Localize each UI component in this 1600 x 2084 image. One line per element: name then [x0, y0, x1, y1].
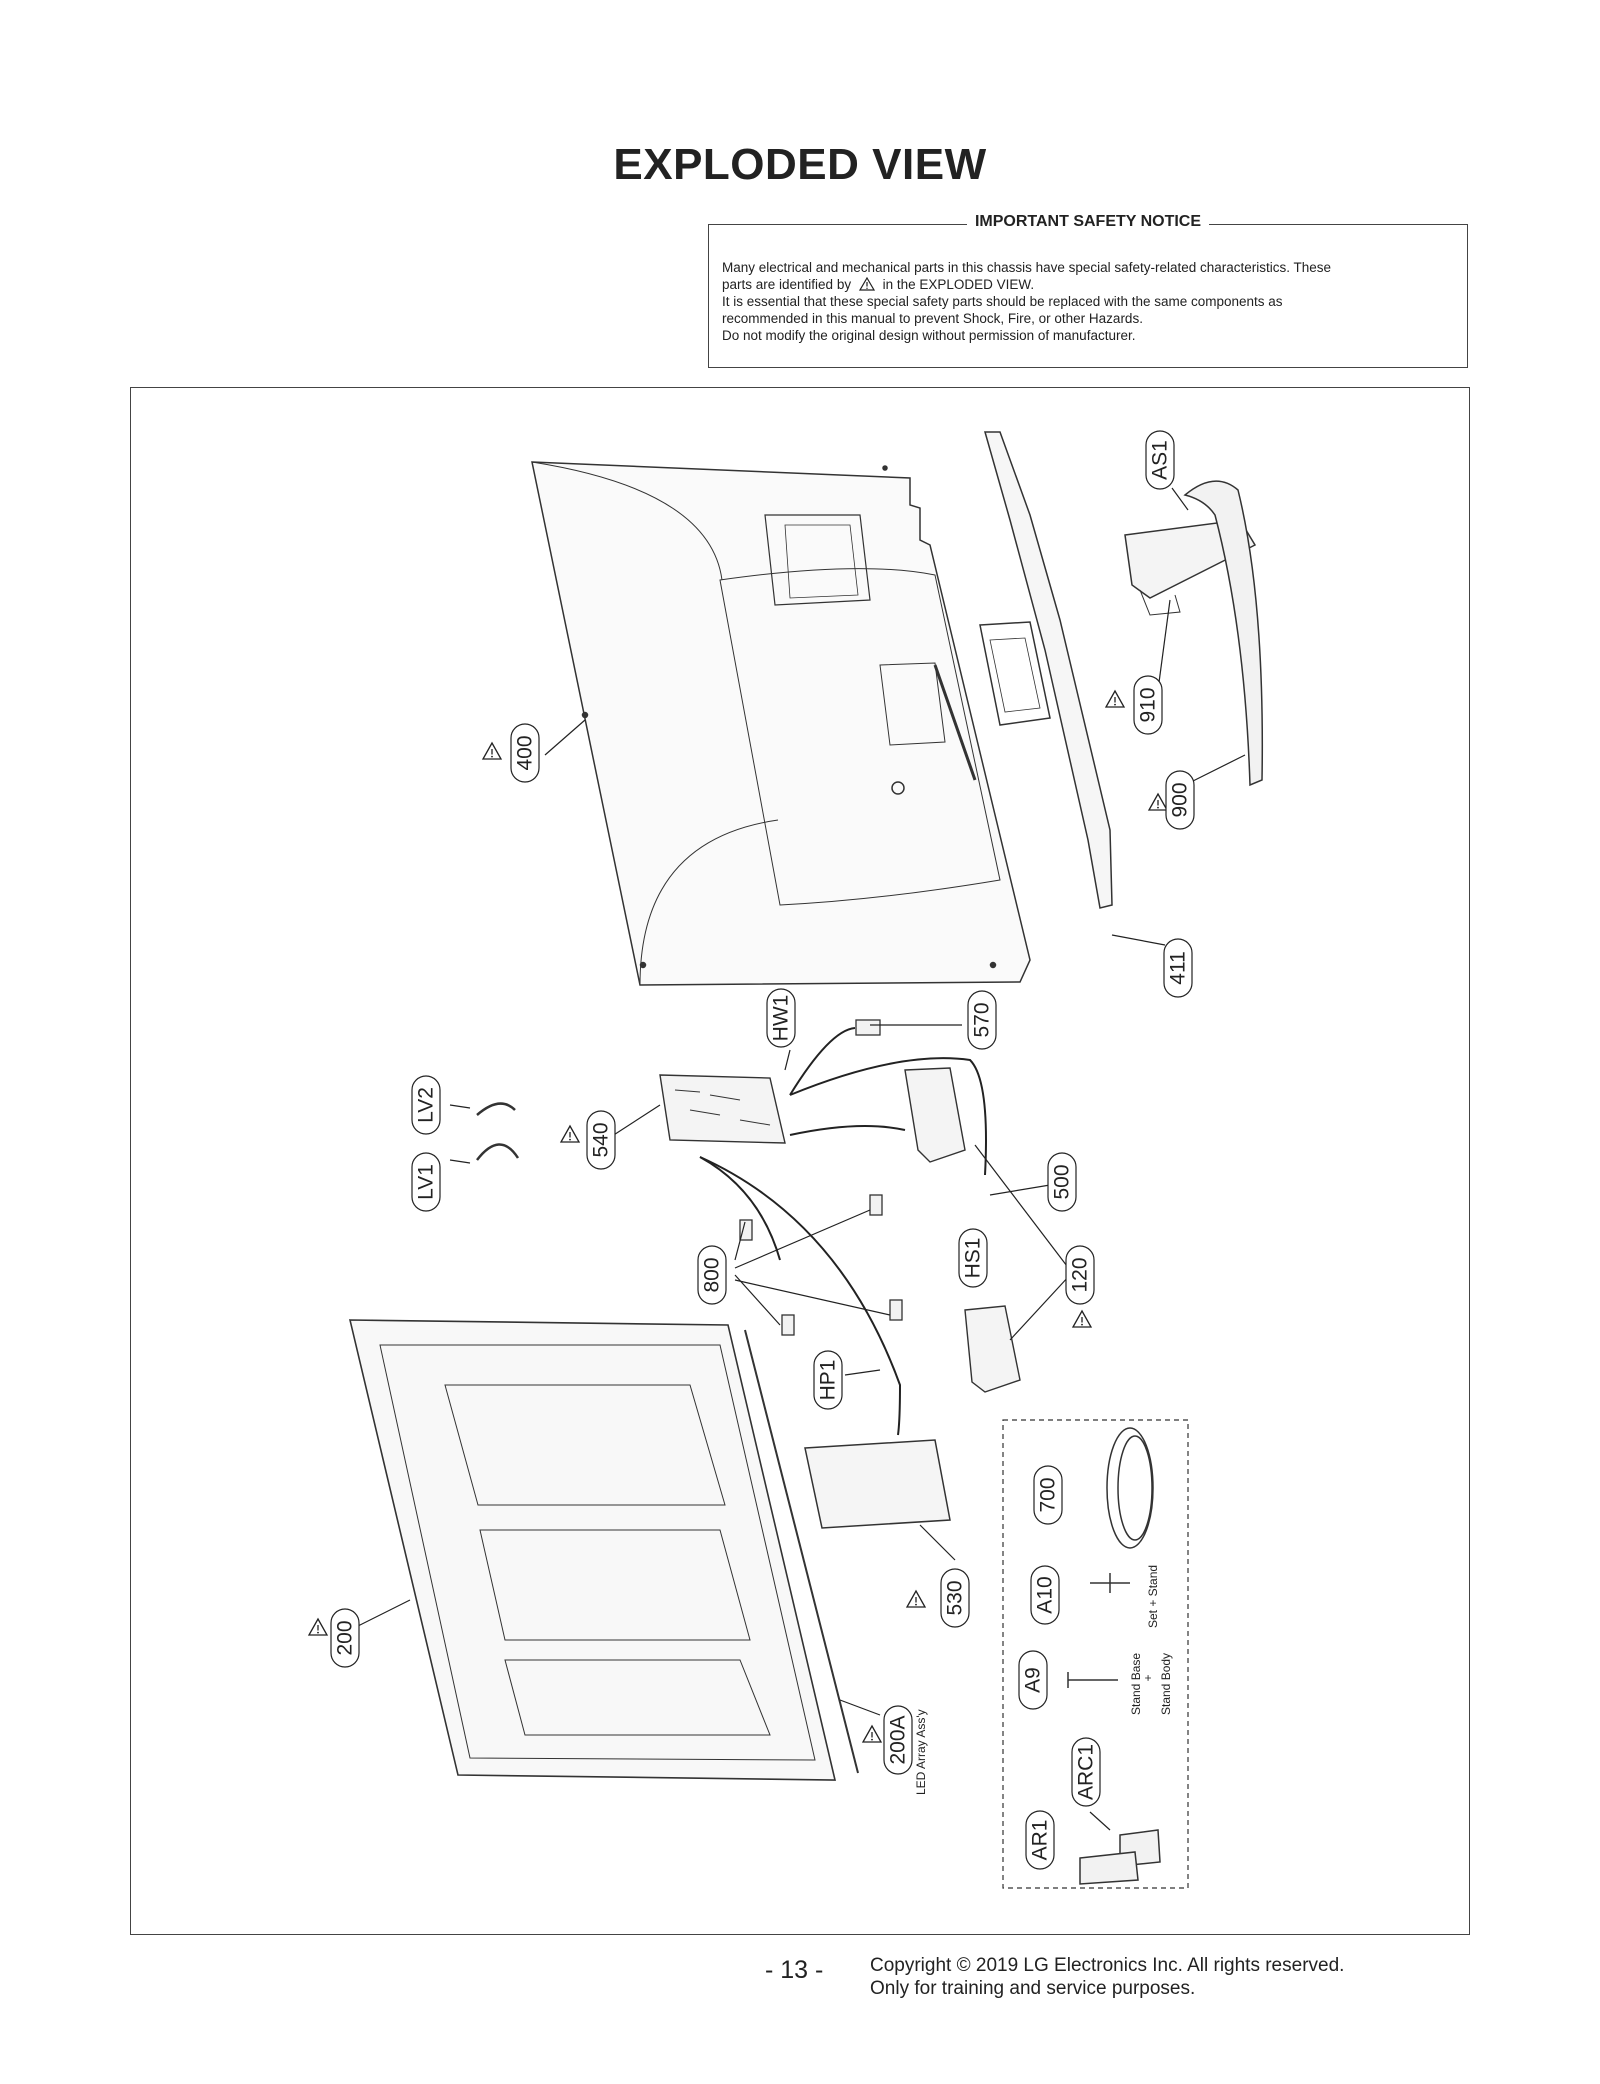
part-label-hw1: HW1 [766, 988, 796, 1048]
notice-line-4: recommended in this manual to prevent Sh… [722, 311, 1143, 326]
part-label-411-text: 411 [1167, 951, 1190, 984]
safety-notice-title: IMPORTANT SAFETY NOTICE [966, 213, 1210, 230]
part-label-a9-text: A9 [1022, 1667, 1045, 1693]
part-label-hw1-text: HW1 [770, 995, 793, 1042]
part-label-400-text: 400 [514, 735, 537, 770]
part-label-800-text: 800 [701, 1257, 724, 1292]
front-rim-part [979, 431, 1113, 909]
part-label-a10: A10 [1030, 1565, 1060, 1625]
part-label-200-text: 200 [334, 1620, 357, 1655]
notice-line-2-end: in the EXPLODED VIEW. [882, 277, 1035, 292]
main-board-part [659, 1074, 786, 1144]
leader-lines [349, 487, 1246, 1831]
part-label-400: 400 [510, 723, 540, 783]
footer-purpose: Only for training and service purposes. [870, 1978, 1196, 1999]
part-label-540: 540 [586, 1110, 616, 1170]
notice-line-3: It is essential that these special safet… [722, 294, 1283, 309]
part-label-540-text: 540 [590, 1122, 613, 1157]
cable-harness [699, 1027, 987, 1436]
part-label-hp1: HP1 [813, 1350, 843, 1410]
power-board-part [804, 1439, 951, 1529]
part-label-500-text: 500 [1051, 1164, 1074, 1199]
bracket-part [739, 1019, 903, 1336]
part-label-hp1-text: HP1 [817, 1360, 840, 1401]
part-label-lv2-text: LV2 [415, 1087, 438, 1123]
part-label-900: 900 [1165, 770, 1195, 830]
safety-notice: IMPORTANT SAFETY NOTICE Many electrical … [708, 213, 1468, 368]
part-label-700-text: 700 [1037, 1477, 1060, 1512]
part-label-arc1: ARC1 [1071, 1737, 1101, 1807]
part-label-530: 530 [940, 1568, 970, 1628]
part-label-ar1: AR1 [1025, 1810, 1055, 1870]
part-label-570: 570 [967, 990, 997, 1050]
part-label-a10-text: A10 [1034, 1576, 1057, 1613]
part-label-200a-text: 200A [887, 1715, 910, 1764]
part-label-500: 500 [1047, 1152, 1077, 1212]
footer-copyright: Copyright © 2019 LG Electronics Inc. All… [870, 1955, 1345, 1976]
part-label-lv1: LV1 [411, 1152, 441, 1212]
part-label-200: 200 [330, 1608, 360, 1668]
footer-copyright-block: Copyright © 2019 LG Electronics Inc. All… [870, 1954, 1344, 2000]
accessories-box [1002, 1419, 1189, 1889]
exploded-view-frame [130, 387, 1470, 1935]
part-label-910-text: 910 [1137, 687, 1160, 722]
notice-line-2-start: parts are identified by [722, 277, 852, 292]
part-label-arc1-text: ARC1 [1075, 1744, 1098, 1800]
part-label-910: 910 [1133, 675, 1163, 735]
part-label-800: 800 [697, 1245, 727, 1305]
stand-part [1124, 480, 1264, 787]
safety-notice-body: Many electrical and mechanical parts in … [722, 259, 1454, 344]
part-label-a9: A9 [1018, 1650, 1048, 1710]
part-label-530-text: 530 [944, 1580, 967, 1615]
caption-plus: + [1141, 1674, 1155, 1681]
part-label-700: 700 [1033, 1465, 1063, 1525]
notice-line-5: Do not modify the original design withou… [722, 328, 1136, 343]
caption-set-stand: Set + Stand [1146, 1565, 1160, 1628]
part-label-900-text: 900 [1169, 782, 1192, 817]
display-panel-part [348, 1319, 859, 1781]
caption-led-array: LED Array Ass'y [914, 1709, 928, 1795]
notice-line-2: parts are identified by in the EXPLODED … [722, 276, 1454, 293]
page-title: EXPLODED VIEW [613, 140, 987, 189]
part-label-120-text: 120 [1069, 1257, 1092, 1292]
part-label-200a: 200A [883, 1705, 913, 1775]
part-label-hs1: HS1 [958, 1228, 988, 1288]
lvds-cable-part [476, 1102, 520, 1161]
part-label-570-text: 570 [971, 1002, 994, 1037]
part-label-lv2: LV2 [411, 1075, 441, 1135]
part-label-ar1-text: AR1 [1029, 1820, 1052, 1861]
part-label-lv1-text: LV1 [415, 1164, 438, 1200]
accessory-parts [1067, 1427, 1161, 1885]
warning-triangle-icon [858, 276, 875, 291]
part-label-as1: AS1 [1145, 430, 1175, 490]
part-label-hs1-text: HS1 [962, 1238, 985, 1279]
part-label-120: 120 [1065, 1245, 1095, 1305]
part-label-as1-text: AS1 [1149, 440, 1172, 480]
part-label-411: 411 [1163, 938, 1193, 998]
caption-stand-body: Stand Body [1159, 1653, 1173, 1715]
back-cover-part [531, 461, 1031, 986]
notice-line-1: Many electrical and mechanical parts in … [722, 260, 1332, 275]
caption-stand-base: Stand Base [1129, 1653, 1143, 1715]
page-number: - 13 - [765, 1956, 824, 1984]
safety-notice-title-wrap: IMPORTANT SAFETY NOTICE [709, 213, 1467, 231]
speaker-part [904, 1067, 1021, 1393]
